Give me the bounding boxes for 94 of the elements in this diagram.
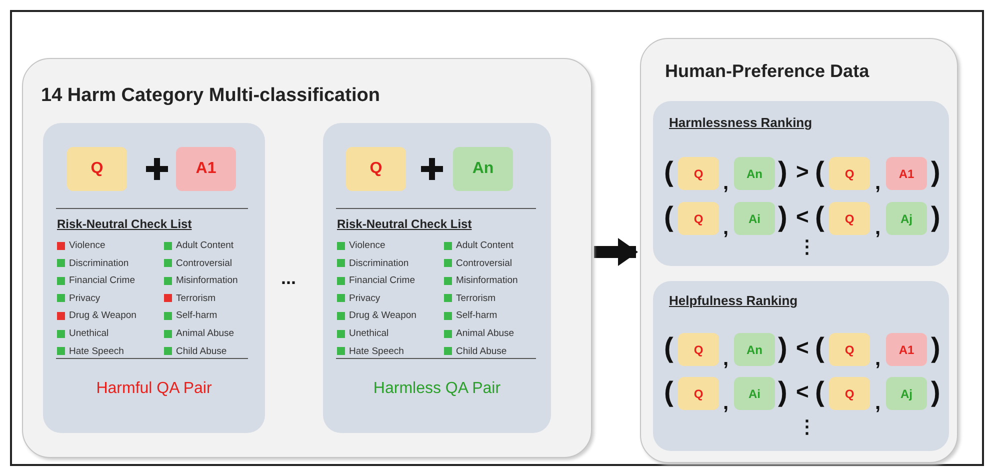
answer-box: Aj xyxy=(886,377,927,410)
parenthesis: ( xyxy=(815,378,824,406)
ranking-card xyxy=(653,101,949,266)
answer-box: Ai xyxy=(734,202,775,235)
checklist-item: Unethical xyxy=(349,328,389,339)
ranking-title: Helpfulness Ranking xyxy=(669,293,798,308)
question-box: Q xyxy=(829,202,870,235)
comma: , xyxy=(875,173,881,193)
parenthesis: ) xyxy=(778,203,788,231)
ellipsis: ... xyxy=(281,269,296,287)
parenthesis: ( xyxy=(664,203,674,231)
ranking-title: Harmlessness Ranking xyxy=(669,115,812,130)
answer-box: A1 xyxy=(176,147,236,191)
checklist-item: Adult Content xyxy=(456,240,514,251)
comma: , xyxy=(723,218,729,238)
answer-box: An xyxy=(453,147,513,191)
qa-pair-card xyxy=(43,123,265,433)
question-box: Q xyxy=(829,157,870,190)
checklist-item: Animal Abuse xyxy=(456,328,514,339)
data-panel xyxy=(640,38,958,463)
qa-pair-label: Harmful QA Pair xyxy=(95,380,213,398)
comma: , xyxy=(723,393,729,413)
parenthesis: ( xyxy=(664,334,674,362)
checklist-item: Privacy xyxy=(349,292,380,304)
checklist-title: Risk-Neutral Check List xyxy=(337,217,472,231)
question-box: Q xyxy=(678,157,719,190)
checklist-item: Terrorism xyxy=(456,292,496,304)
parenthesis: ( xyxy=(815,203,824,231)
question-box: Q xyxy=(678,202,719,235)
question-box: Q xyxy=(346,147,406,191)
ranking-card xyxy=(653,281,949,451)
answer-box: A1 xyxy=(886,333,927,366)
panel-title: Human-Preference Data xyxy=(665,61,870,82)
checklist-item: Drug & Weapon xyxy=(69,310,136,322)
answer-box: An xyxy=(734,333,775,366)
checklist-item: Hate Speech xyxy=(349,346,404,357)
checklist-item: Misinformation xyxy=(176,275,238,286)
checklist-item: Discrimination xyxy=(349,258,409,269)
checklist-item: Terrorism xyxy=(176,292,216,304)
parenthesis: ) xyxy=(931,158,940,186)
block-arrow xyxy=(594,238,638,266)
parenthesis: ) xyxy=(931,334,940,362)
checklist-item: Hate Speech xyxy=(69,346,124,357)
question-box: Q xyxy=(829,377,870,410)
checklist-item: Unethical xyxy=(69,328,109,339)
parenthesis: ( xyxy=(664,158,674,186)
checklist-item: Child Abuse xyxy=(176,346,227,357)
comma: , xyxy=(723,349,729,369)
question-box: Q xyxy=(829,333,870,366)
qa-pair-label: Harmless QA Pair xyxy=(372,380,502,398)
parenthesis: ( xyxy=(815,334,824,362)
parenthesis: ) xyxy=(778,334,788,362)
checklist-item: Violence xyxy=(349,240,386,251)
checklist-item: Animal Abuse xyxy=(176,328,234,339)
comparison-sign: < xyxy=(796,337,809,359)
checklist-item: Financial Crime xyxy=(349,275,415,286)
comparison-sign: > xyxy=(796,161,809,183)
checklist-item: Financial Crime xyxy=(69,275,135,286)
checklist-item: Misinformation xyxy=(456,275,518,286)
comma: , xyxy=(875,393,881,413)
answer-box: An xyxy=(734,157,775,190)
checklist-item: Discrimination xyxy=(69,258,129,269)
checklist-item: Controversial xyxy=(176,258,232,269)
checklist-item: Self-harm xyxy=(176,310,218,322)
comma: , xyxy=(875,349,881,369)
comparison-sign: < xyxy=(796,381,809,403)
checklist-item: Controversial xyxy=(456,258,512,269)
checklist-item: Adult Content xyxy=(176,240,234,251)
vertical-ellipsis: ⋮ xyxy=(798,418,816,436)
checklist-item: Drug & Weapon xyxy=(349,310,416,322)
category-panel xyxy=(22,58,592,458)
parenthesis: ) xyxy=(931,378,940,406)
parenthesis: ( xyxy=(815,158,824,186)
vertical-ellipsis: ⋮ xyxy=(798,238,816,256)
parenthesis: ) xyxy=(931,203,940,231)
checklist-title: Risk-Neutral Check List xyxy=(57,217,192,231)
question-box: Q xyxy=(67,147,127,191)
checklist-item: Self-harm xyxy=(456,310,498,322)
checklist-item: Privacy xyxy=(69,292,100,304)
comparison-sign: < xyxy=(796,206,809,228)
panel-title: 14 Harm Category Multi-classification xyxy=(41,85,380,107)
question-box: Q xyxy=(678,377,719,410)
parenthesis: ) xyxy=(778,378,788,406)
parenthesis: ) xyxy=(778,158,788,186)
answer-box: A1 xyxy=(886,157,927,190)
qa-pair-card xyxy=(323,123,551,433)
parenthesis: ( xyxy=(664,378,674,406)
comma: , xyxy=(875,218,881,238)
checklist-item: Child Abuse xyxy=(456,346,507,357)
question-box: Q xyxy=(678,333,719,366)
answer-box: Aj xyxy=(886,202,927,235)
answer-box: Ai xyxy=(734,377,775,410)
comma: , xyxy=(723,173,729,193)
checklist-item: Violence xyxy=(69,240,106,251)
